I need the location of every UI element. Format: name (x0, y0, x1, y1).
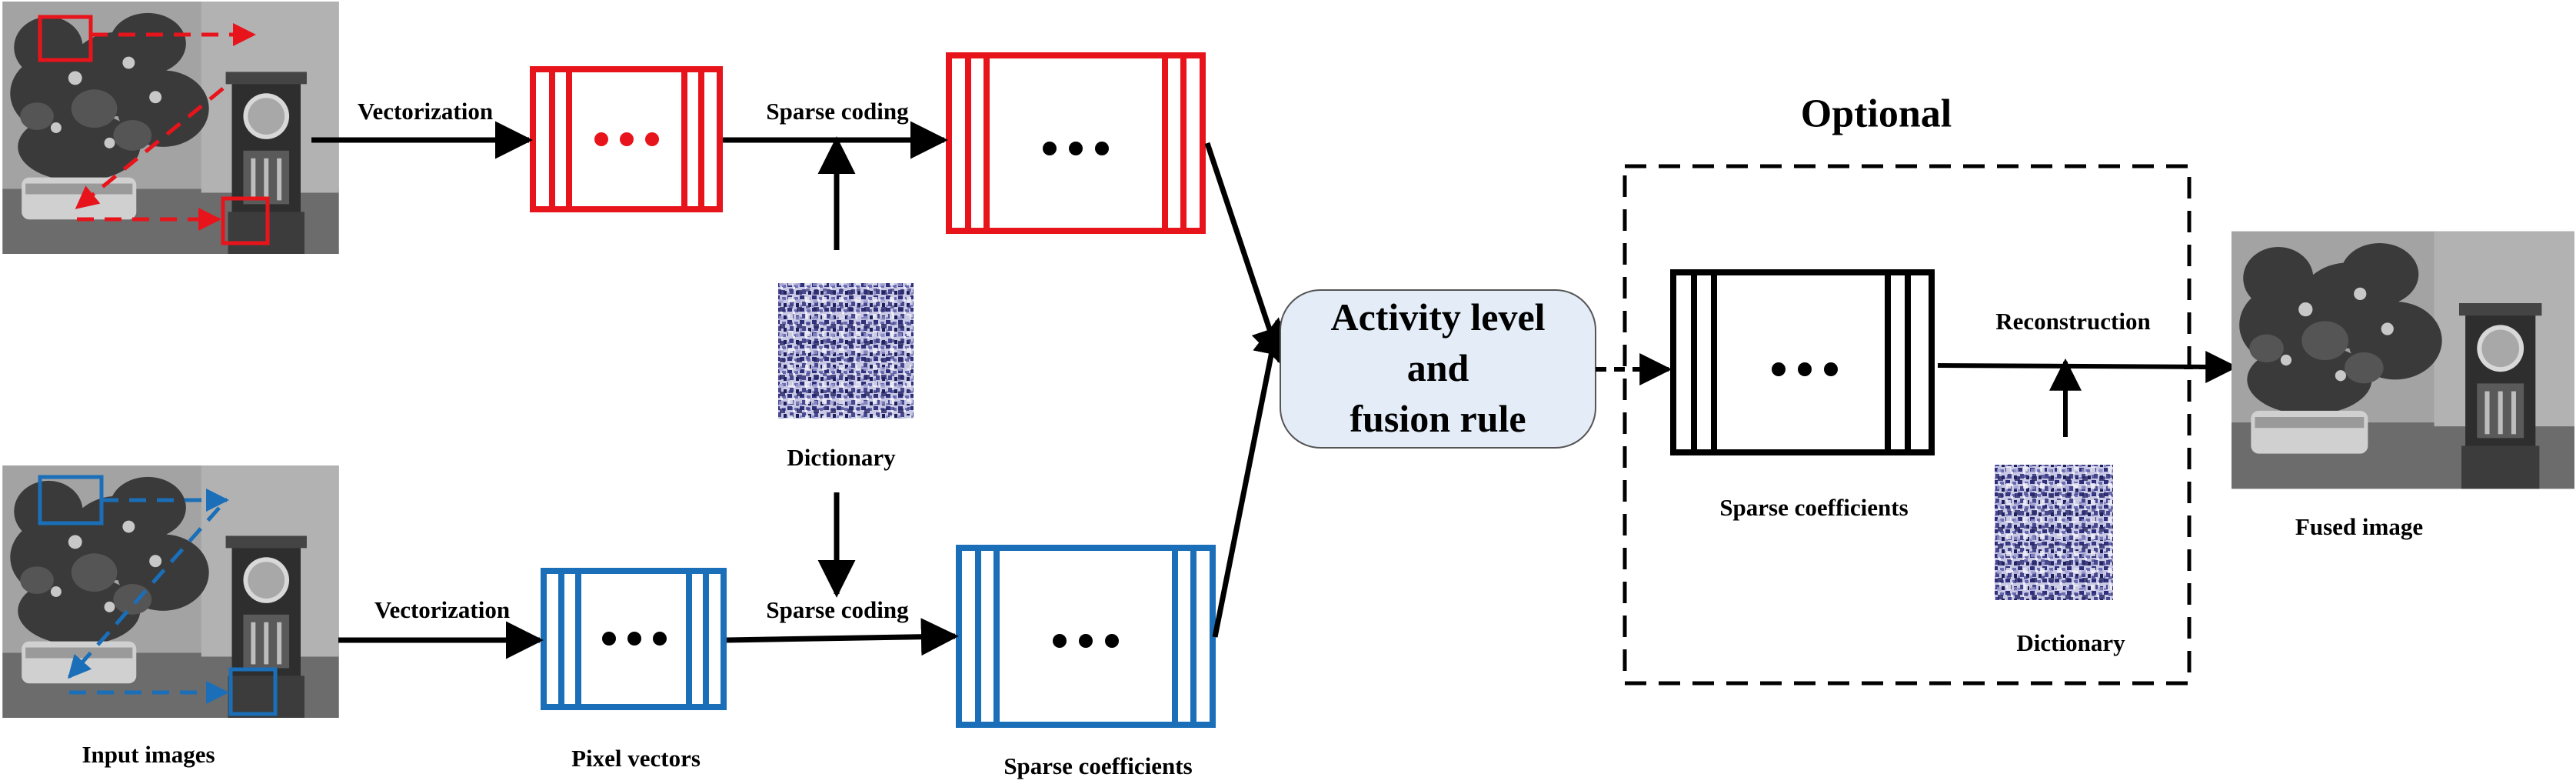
optional-title: Optional (1800, 92, 1952, 136)
input-images-label: Input images (82, 741, 215, 768)
pixel-vectors-bottom (541, 568, 727, 710)
arrows-right (1596, 351, 2238, 437)
sparse-coefficients-top (946, 52, 1206, 234)
sparse-coefficients-label-bottom: Sparse coefficients (1003, 752, 1193, 779)
patch-red-end (221, 196, 270, 245)
reconstruction-label: Reconstruction (1995, 308, 2151, 335)
pixel-vectors-top (530, 66, 723, 212)
fusion-rule-label: Activity level and fusion rule (1330, 295, 1546, 440)
patch-red-start (38, 15, 93, 62)
dictionary-label-center: Dictionary (787, 444, 896, 471)
sparse-coding-label-bottom: Sparse coding (766, 596, 909, 623)
vectorization-label-top: Vectorization (357, 98, 494, 125)
arrows-left (311, 121, 1290, 659)
sparse-coefficients-right-box (1670, 269, 1935, 455)
pixel-vectors-label: Pixel vectors (571, 745, 701, 772)
dictionary-label-right: Dictionary (2016, 629, 2125, 656)
patch-blue-end (228, 667, 278, 716)
dictionary-image-center (778, 283, 914, 419)
input-image-top (2, 2, 339, 254)
sparse-coefficients-label-right: Sparse coefficients (1719, 494, 1909, 521)
fused-image-label: Fused image (2295, 513, 2424, 540)
sparse-coding-label-top: Sparse coding (766, 98, 909, 125)
vectorization-label-bottom: Vectorization (374, 596, 511, 623)
sparse-coefficients-bottom-box (956, 545, 1216, 728)
dictionary-image-right (1995, 465, 2113, 600)
input-image-bottom (2, 465, 339, 718)
optional-region (1622, 164, 2192, 686)
